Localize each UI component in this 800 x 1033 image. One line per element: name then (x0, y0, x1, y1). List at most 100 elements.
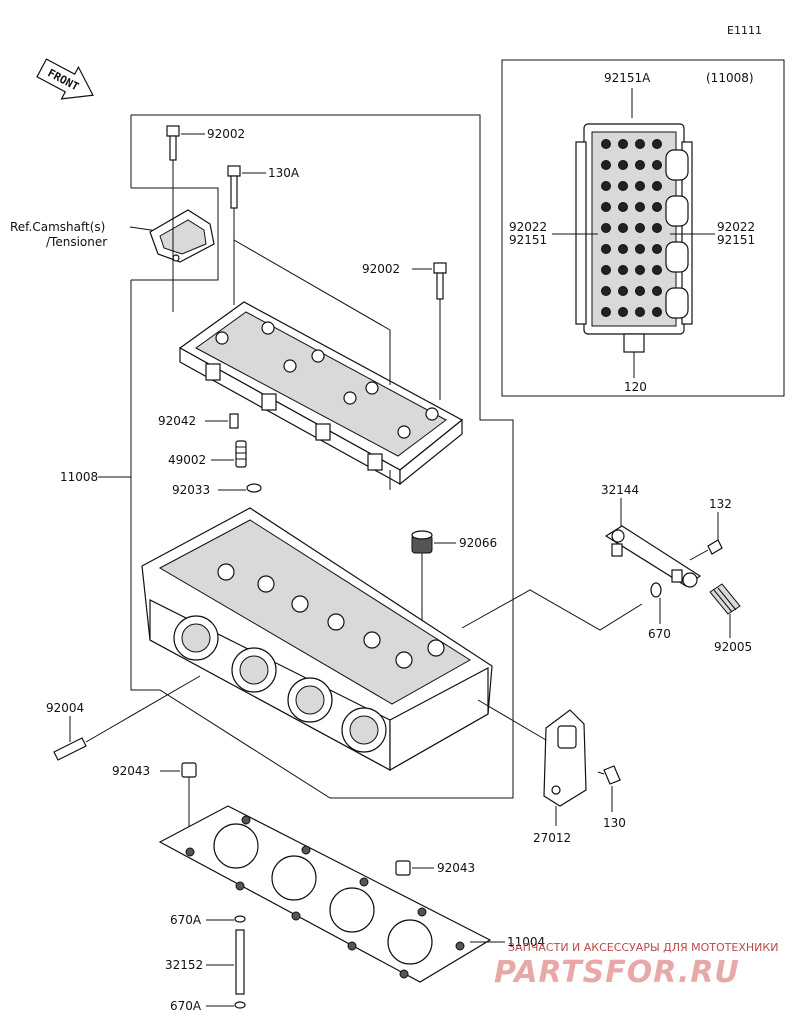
ref-note-line2: /Tensioner (46, 235, 107, 249)
inset-bolt-head (601, 202, 611, 212)
inset-bolt-head (601, 160, 611, 170)
watermark-subtitle: ЗАПЧАСТИ И АКСЕССУАРЫ ДЛЯ МОТОТЕХНИКИ (508, 941, 778, 954)
pipe-32152 (235, 929, 245, 995)
head-gasket-11004 (158, 805, 492, 983)
bracket-27012 (543, 709, 587, 807)
dowel-92042 (229, 413, 239, 429)
inset-bolt-head (618, 181, 628, 191)
inset-bolt-head (601, 307, 611, 317)
inset-bolt-head (652, 244, 662, 254)
inset-bolt-head (618, 202, 628, 212)
inset-bolt-head (618, 286, 628, 296)
bolt-130 (597, 765, 621, 785)
label-27012: 27012 (533, 831, 571, 845)
inset-bolt-head (635, 265, 645, 275)
nipple-92005 (709, 583, 741, 615)
label-670: 670 (648, 627, 671, 641)
inset-assembly-label: (11008) (706, 71, 754, 85)
dowel-92043-left (181, 762, 197, 778)
inset-bolt-head (618, 223, 628, 233)
inset-bolt-head (652, 223, 662, 233)
ring-92033 (246, 483, 262, 493)
inset-bolt-head (635, 139, 645, 149)
cylinder-head-top-view (575, 123, 693, 353)
fitting-32144 (604, 525, 702, 588)
inset-bolt-head (635, 181, 645, 191)
label-32152: 32152 (165, 958, 203, 972)
inset-right-label-1: 92022 (717, 220, 755, 234)
inset-bolt-head (652, 139, 662, 149)
diagram-code: E1111 (727, 24, 762, 37)
dowel-92043-right (395, 860, 411, 876)
inset-bolt-head (618, 307, 628, 317)
label-92043-left: 92043 (112, 764, 150, 778)
holder-frame-line (233, 239, 391, 385)
inset-bolt-head (635, 286, 645, 296)
bolt-92002-top (166, 125, 180, 312)
ref-note-line1: Ref.Camshaft(s) (10, 220, 105, 234)
inset-bolt-head (652, 307, 662, 317)
inset-bolt-head (652, 286, 662, 296)
inset-bottom-label: 120 (624, 380, 647, 394)
label-11008: 11008 (60, 470, 98, 484)
inset-bolt-head (635, 223, 645, 233)
inset-frame (501, 59, 785, 397)
inset-bolt-head (601, 223, 611, 233)
label-92002-top: 92002 (207, 127, 245, 141)
inset-bolt-head (652, 265, 662, 275)
watermark-logo: PARTSFOR.RU (494, 955, 740, 990)
inset-bolt-head (601, 244, 611, 254)
label-32144: 32144 (601, 483, 639, 497)
inset-bolt-head (618, 139, 628, 149)
inset-bolt-head (601, 181, 611, 191)
inset-bolt-head (635, 307, 645, 317)
label-49002: 49002 (168, 453, 206, 467)
camshaft-holder (178, 301, 464, 486)
inset-bolt-head (601, 139, 611, 149)
front-arrow-icon: FRONT (36, 58, 94, 100)
inset-bolt-head (635, 244, 645, 254)
ref-bracket-frame (131, 187, 219, 281)
cylinder-head (141, 507, 493, 772)
assembly-frame (130, 114, 514, 799)
oring-670a-top (234, 915, 246, 923)
inset-left-label-1: 92022 (509, 220, 547, 234)
inset-right-label-2: 92151 (717, 233, 755, 247)
bracket-link-line (477, 699, 547, 741)
cam-chain-tensioner-bracket (149, 209, 215, 263)
label-132: 132 (709, 497, 732, 511)
inset-bolt-grid (601, 139, 662, 317)
inset-bolt-head (652, 160, 662, 170)
inset-bolt-head (618, 244, 628, 254)
inset-bolt-head (635, 202, 645, 212)
label-92043-right: 92043 (437, 861, 475, 875)
label-92033: 92033 (172, 483, 210, 497)
inset-bolt-head (635, 160, 645, 170)
label-92005: 92005 (714, 640, 752, 654)
label-670a-top: 670A (170, 913, 202, 927)
bolt-132 (689, 539, 723, 561)
label-92002-right: 92002 (362, 262, 400, 276)
label-11004: 11004 (507, 935, 545, 949)
stud-92004 (53, 675, 201, 761)
bolt-130a (227, 165, 241, 305)
insert-49002 (235, 440, 247, 468)
label-92004: 92004 (46, 701, 84, 715)
inset-bolt-head (618, 160, 628, 170)
inset-bolt-head (618, 265, 628, 275)
label-670a-bottom: 670A (170, 999, 202, 1013)
inset-bolt-head (601, 286, 611, 296)
inset-top-label: 92151A (604, 71, 651, 85)
inset-bolt-head (652, 202, 662, 212)
inset-left-label-2: 92151 (509, 233, 547, 247)
bolt-92002-right (433, 262, 447, 400)
label-130a: 130A (268, 166, 300, 180)
inset-bolt-head (652, 181, 662, 191)
label-92042: 92042 (158, 414, 196, 428)
oring-670 (650, 582, 662, 598)
oring-670a-bottom (234, 1001, 246, 1009)
label-92066: 92066 (459, 536, 497, 550)
inset-bolt-head (601, 265, 611, 275)
